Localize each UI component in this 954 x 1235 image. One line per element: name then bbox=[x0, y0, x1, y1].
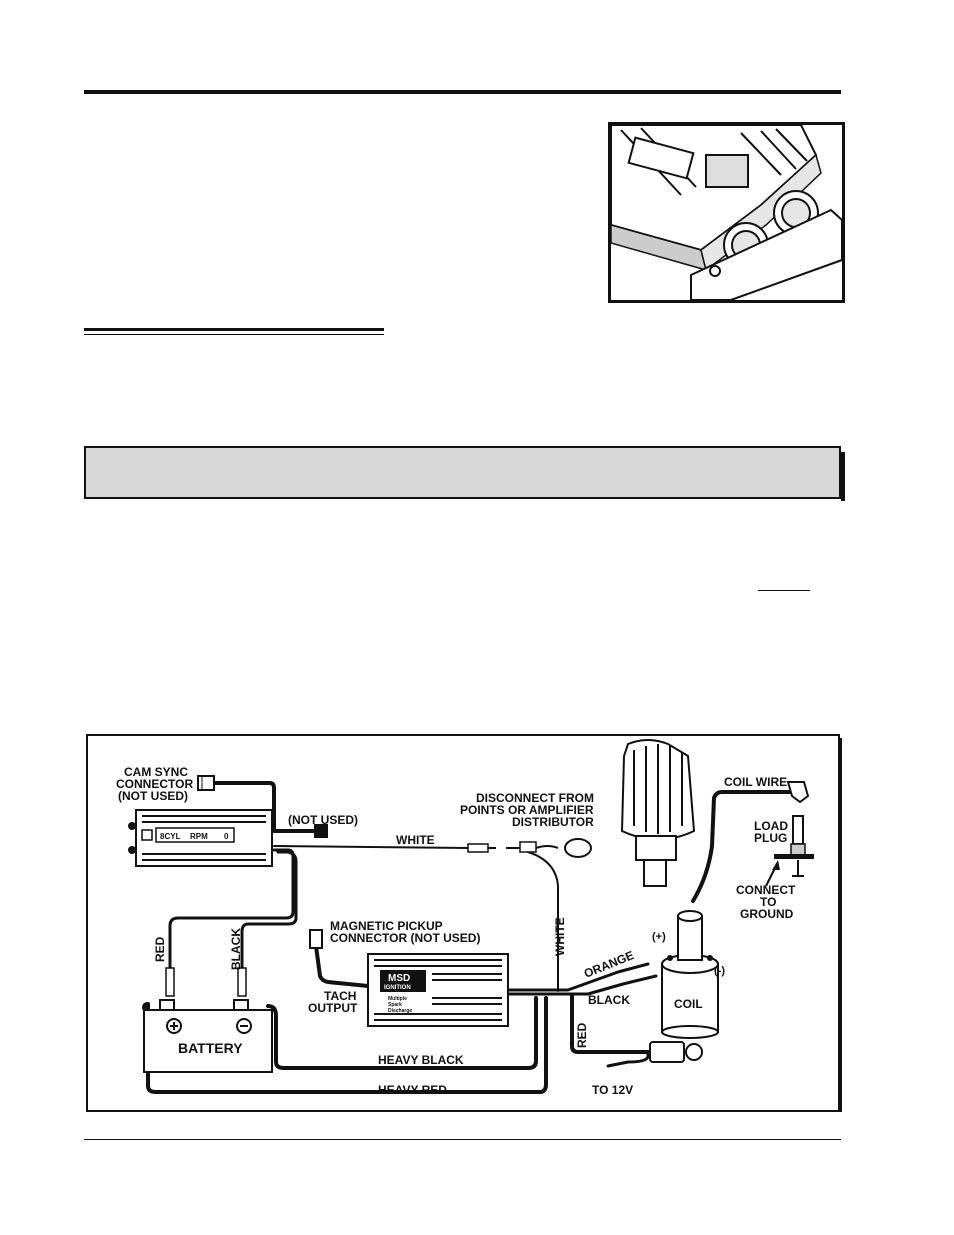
load-plug-label-2: PLUG bbox=[754, 831, 787, 845]
tach-output-label-2: OUTPUT bbox=[308, 1001, 358, 1015]
msd-logo-subtext: IGNITION bbox=[384, 985, 411, 991]
section-rule bbox=[84, 328, 384, 331]
ignition-key-icon bbox=[649, 1041, 703, 1063]
msd-sub-2: Spark bbox=[388, 1002, 402, 1008]
battery-icon bbox=[143, 999, 273, 1073]
wiring-diagram: 8CYL RPM 0 MSD IGNITION Multiple Spark D… bbox=[86, 734, 840, 1112]
coil-wire-label: COIL WIRE bbox=[724, 775, 787, 789]
magnetic-pickup-connector-icon bbox=[309, 929, 323, 949]
diagram-shadow-right bbox=[838, 738, 842, 1112]
black-label-1: BLACK bbox=[229, 928, 243, 970]
disconnect-label-2: POINTS OR AMPLIFIER bbox=[460, 803, 594, 817]
not-used-connector-icon bbox=[314, 824, 328, 838]
connect-ground-label-3: GROUND bbox=[740, 907, 794, 921]
disconnect-label-1: DISCONNECT FROM bbox=[476, 791, 594, 805]
red-label-2: RED bbox=[575, 1022, 589, 1048]
magnetic-pickup-label-1: MAGNETIC PICKUP bbox=[330, 919, 443, 933]
load-plug-label-1: LOAD bbox=[754, 819, 788, 833]
minus-terminal-label: (-) bbox=[714, 965, 725, 977]
magnetic-pickup-label-2: CONNECTOR (NOT USED) bbox=[330, 931, 480, 945]
white-label-1: WHITE bbox=[396, 833, 435, 847]
heavy-red-label: HEAVY RED bbox=[378, 1083, 447, 1097]
distributor-icon bbox=[620, 739, 696, 887]
header-rule bbox=[84, 90, 841, 94]
footer-rule bbox=[84, 1139, 841, 1140]
msd-sub-1: Multiple bbox=[388, 996, 407, 1002]
not-used-label: (NOT USED) bbox=[288, 813, 358, 827]
timing-display-rpm: RPM bbox=[190, 832, 208, 841]
cam-sync-connector-icon bbox=[197, 775, 215, 791]
connect-ground-label-1: CONNECT bbox=[736, 883, 796, 897]
connect-ground-label-2: TO bbox=[760, 895, 776, 909]
cam-sync-label-2: CONNECTOR bbox=[116, 777, 193, 791]
section-band bbox=[84, 446, 845, 501]
white-wire-connector-icon bbox=[467, 838, 592, 858]
msd-ignition-box-icon bbox=[367, 953, 509, 1027]
coil-label: COIL bbox=[674, 997, 703, 1011]
timing-display-cyl: 8CYL bbox=[160, 832, 181, 841]
tach-output-label-1: TACH bbox=[324, 989, 356, 1003]
plus-terminal-label: (+) bbox=[652, 931, 666, 943]
msd-logo-text: MSD bbox=[388, 973, 410, 984]
battery-label: BATTERY bbox=[178, 1040, 243, 1056]
msd-sub-3: Discharge bbox=[388, 1008, 412, 1014]
section-rule-thin bbox=[84, 334, 384, 335]
timing-display-value: 0 bbox=[224, 832, 229, 841]
white-label-2: WHITE bbox=[553, 917, 567, 956]
underline-mark bbox=[758, 590, 810, 591]
ignition-box-photo bbox=[608, 122, 845, 303]
to-12v-label: TO 12V bbox=[592, 1083, 633, 1097]
timing-control-box-icon bbox=[128, 809, 273, 867]
coil-wire-boot-icon bbox=[786, 781, 810, 804]
black-label-2: BLACK bbox=[588, 993, 630, 1007]
heavy-black-label: HEAVY BLACK bbox=[378, 1053, 464, 1067]
cam-sync-label-1: CAM SYNC bbox=[124, 765, 188, 779]
disconnect-label-3: DISTRIBUTOR bbox=[512, 815, 594, 829]
red-label-1: RED bbox=[153, 936, 167, 962]
load-plug-icon bbox=[774, 815, 814, 877]
coil-icon bbox=[661, 910, 719, 1039]
cam-sync-label-3: (NOT USED) bbox=[118, 789, 188, 803]
